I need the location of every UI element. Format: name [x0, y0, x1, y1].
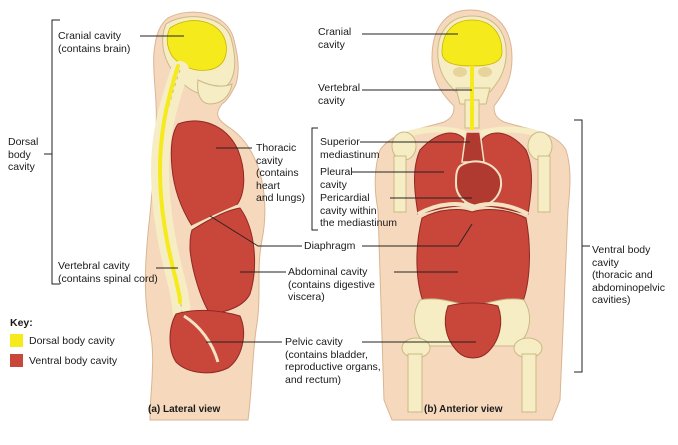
label-diaphragm: Diaphragm	[304, 240, 356, 252]
anterior-abdominal-cavity	[416, 209, 530, 305]
anterior-right-clavicle	[477, 126, 539, 137]
label-superior-mediastinum: Superior mediastinum	[320, 136, 380, 161]
anterior-pelvic-cavity	[444, 302, 502, 359]
anterior-superior-mediastinum	[461, 131, 485, 163]
anterior-figure	[374, 9, 571, 421]
label-cranial-cavity-lateral: Cranial cavity (contains brain)	[58, 30, 131, 55]
label-abdominal-cavity: Abdominal cavity (contains digestive vis…	[288, 266, 375, 303]
lateral-figure	[144, 11, 266, 421]
label-vertebral-cavity-lateral: Vertebral cavity (contains spinal cord)	[58, 260, 158, 285]
caption-anterior-view: (b) Anterior view	[424, 404, 503, 415]
key-ventral-label: Ventral body cavity	[29, 354, 118, 367]
anterior-left-clavicle	[407, 126, 467, 137]
anterior-right-femur	[521, 353, 537, 413]
leader-lines	[140, 33, 476, 343]
lateral-pelvic-rim	[183, 314, 220, 363]
label-dorsal-body-cavity: Dorsal body cavity	[8, 136, 39, 173]
label-thoracic-cavity: Thoracic cavity (contains heart and lung…	[256, 142, 306, 204]
anterior-diaphragm	[417, 202, 529, 216]
anterior-thoracic-bracket	[311, 127, 318, 231]
anterior-right-orbit	[478, 67, 492, 77]
lateral-diaphragm	[189, 204, 239, 230]
lateral-jaw	[197, 79, 233, 105]
lateral-cranial-cavity	[166, 20, 227, 71]
label-cranial-cavity-anterior: Cranial cavity	[318, 26, 352, 51]
key-dorsal-label: Dorsal body cavity	[29, 334, 115, 347]
label-pelvic-cavity: Pelvic cavity (contains bladder, reprodu…	[285, 336, 381, 386]
label-vertebral-cavity-anterior: Vertebral cavity	[318, 82, 361, 107]
lateral-vertebral-cavity	[157, 64, 182, 304]
ventral-swatch	[10, 354, 23, 367]
key-row-dorsal: Dorsal body cavity	[10, 334, 115, 347]
anterior-pericardial-cavity	[454, 160, 502, 208]
lateral-abdominal-cavity	[189, 207, 256, 315]
anterior-left-orbit	[453, 67, 467, 77]
anterior-right-humerus	[537, 155, 551, 213]
key-row-ventral: Ventral body cavity	[10, 354, 117, 367]
ventral-bracket	[574, 119, 590, 373]
label-ventral-body-cavity: Ventral body cavity (thoracic and abdomi…	[592, 244, 665, 306]
anterior-left-femur	[407, 353, 423, 413]
dorsal-bracket	[44, 19, 60, 285]
dorsal-swatch	[10, 334, 23, 347]
label-pericardial-cavity: Pericardial cavity within the mediastinu…	[320, 192, 398, 229]
label-pleural-cavity: Pleural cavity	[320, 166, 353, 191]
caption-lateral-view: (a) Lateral view	[148, 404, 221, 415]
key-title: Key:	[10, 317, 33, 329]
